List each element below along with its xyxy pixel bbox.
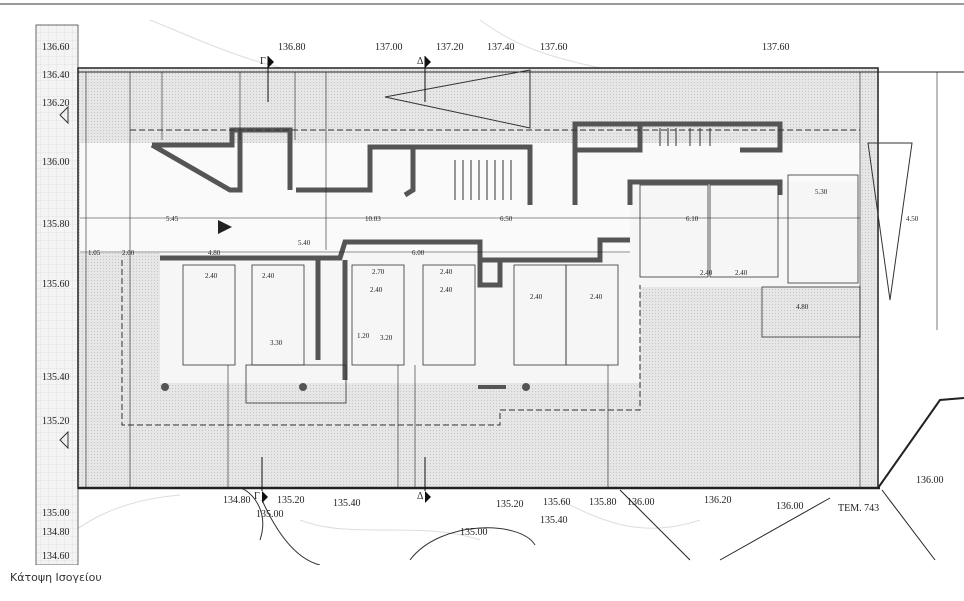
elevation-label: 136.80 [278,42,306,53]
elevation-label: 135.00 [256,509,284,520]
elevation-label: 136.60 [42,42,70,53]
dimension-label: 5.40 [298,239,311,247]
section-markers: Γ Δ Γ Δ [254,56,431,503]
elevation-label: 136.20 [42,98,70,109]
dimension-label: 2.40 [735,269,748,277]
dimension-label: 2.40 [370,286,383,294]
elevation-label: 137.00 [375,42,403,53]
elevation-label: 135.80 [42,219,70,230]
dimension-label: 1.20 [357,332,370,340]
elevation-label: 136.00 [627,497,655,508]
dimension-label: 3.20 [380,334,393,342]
elevation-label: 135.20 [42,416,70,427]
sidewalk-strip [35,24,79,565]
dimension-lines [80,72,938,488]
floor-plan-drawing: Γ Δ Γ Δ 136.60 136.80 137.00 137.20 137.40 137.6… [35,19,964,565]
dimension-label: 5.30 [815,188,828,196]
elevation-label: 135.80 [589,497,617,508]
contour-line [409,527,536,561]
elevation-label: 135.00 [460,527,488,538]
elevation-label: 136.00 [916,475,944,486]
walls [150,121,783,380]
dimension-label: 3.30 [270,339,283,347]
elevation-label: 136.20 [704,495,732,506]
elevation-label: 135.60 [42,279,70,290]
ramp [384,69,531,129]
elevation-label: 134.80 [42,527,70,538]
dimension-label: 2.40 [700,269,713,277]
dimension-labels: 5.45 4.80 5.40 2.40 2.40 2.70 2.40 2.40 2.40 6.10… [88,188,919,347]
elevation-label: 135.20 [496,499,524,510]
dimension-label: 10.03 [365,215,381,223]
elevation-label: 135.20 [277,495,305,506]
dimension-label: 2.40 [440,286,453,294]
elevation-label: 137.20 [436,42,464,53]
section-arrow-icon [425,491,431,503]
dimension-label: 2.40 [530,293,543,301]
dimension-label: 6.50 [500,215,513,223]
section-marker-label: Δ [417,56,424,67]
dimension-label: 2.00 [122,249,135,257]
dimension-label: 2.40 [440,268,453,276]
dimension-label: 5.45 [166,215,179,223]
section-arrow-icon [262,491,268,503]
section-marker-label: Γ [254,491,260,502]
elevation-label: 135.40 [42,372,70,383]
elevation-label: 134.60 [42,551,70,562]
dimension-label: 2.40 [262,272,275,280]
dimension-label: 6.00 [412,249,425,257]
contour-line [261,499,321,565]
ramp [867,142,913,301]
section-arrow-icon [425,56,431,68]
elevation-label: 135.40 [333,498,361,509]
elevation-label: 137.40 [487,42,515,53]
dimension-label: 4.80 [208,249,221,257]
section-arrow-icon [268,56,274,68]
dimension-label: 4.80 [796,303,809,311]
elevation-label: 134.80 [223,495,251,506]
elevation-label: 136.00 [42,157,70,168]
section-marker-label: Γ [260,56,266,67]
elevation-label: 136.00 [776,501,804,512]
drawing-caption: Κάτοψη Ισογείου [10,571,102,584]
section-marker-label: Δ [417,491,424,502]
elevation-label: 137.60 [762,42,790,53]
dimension-label: 2.70 [372,268,385,276]
entrance-arrow-icon [218,220,232,234]
dimension-label: 4.50 [906,215,919,223]
dimension-label: 1.05 [88,249,101,257]
elevation-label: 135.00 [42,508,70,519]
parking-stalls [182,174,861,404]
dimension-label: 6.10 [686,215,699,223]
north-arrow-icon [59,105,69,450]
dimension-label: 2.40 [205,272,218,280]
plot-number-label: ΤΕΜ. 743 [838,503,879,514]
elevation-labels: 136.60 136.80 137.00 137.20 137.40 137.60 137.… [42,42,944,562]
elevation-label: 135.60 [543,497,571,508]
elevation-label: 136.40 [42,70,70,81]
top-border [0,3,964,5]
dimension-label: 2.40 [590,293,603,301]
elevation-label: 135.40 [540,515,568,526]
elevation-label: 137.60 [540,42,568,53]
stairs [454,128,711,200]
